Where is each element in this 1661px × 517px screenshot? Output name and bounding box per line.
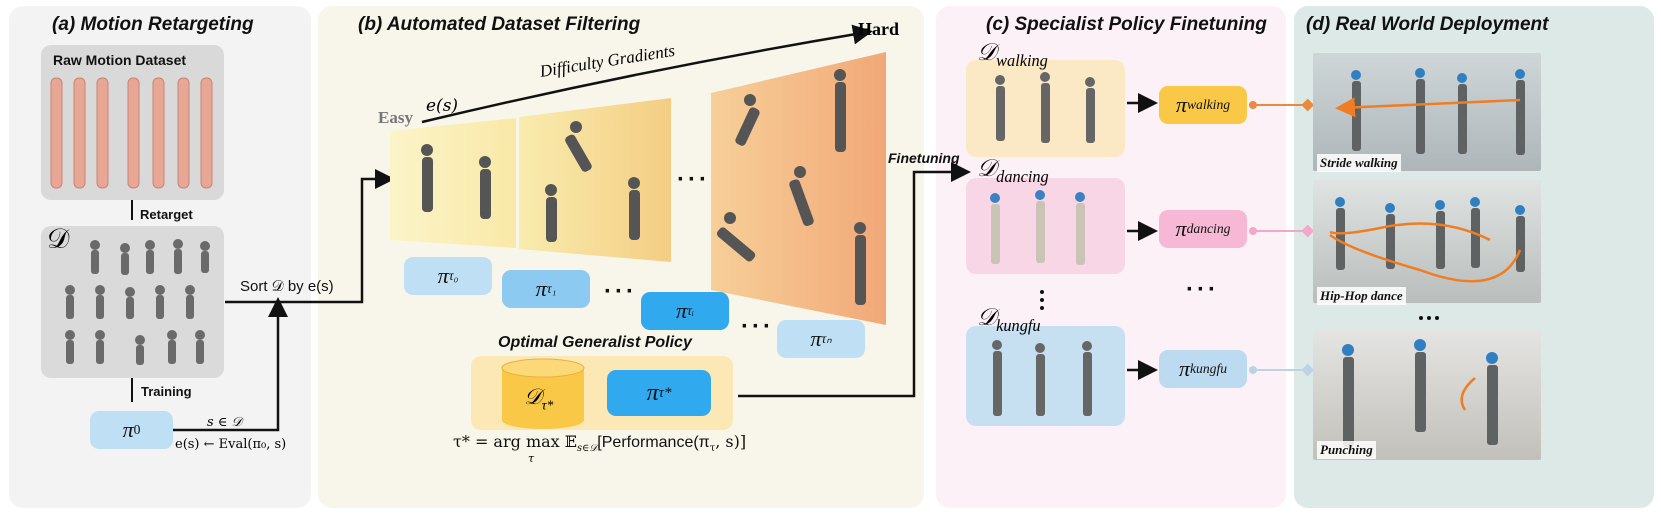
pi-tau-star-sub: τ* [658, 384, 672, 401]
training-label: Training [141, 384, 192, 399]
kungfu-d-sub: kungfu [996, 315, 1041, 335]
caption-hiphop-dance: Hip-Hop dance [1317, 287, 1406, 305]
sort-label: Sort 𝒟 by e(s) [240, 278, 334, 295]
kungfu-dataset-label: 𝒟kungfu [977, 305, 1041, 336]
training-arrow [131, 378, 133, 402]
dancing-dataset-label: 𝒟dancing [977, 156, 1049, 187]
finetuning-label: Finetuning [888, 150, 960, 166]
pi-tau1-symbol: π [535, 276, 547, 301]
sort-text: Sort 𝒟 by e(s) [240, 278, 334, 295]
policy-ellipsis-2: ··· [741, 313, 774, 340]
walking-dataset-label: 𝒟walking [977, 40, 1048, 71]
formula-rest: [Performance(π [597, 434, 710, 451]
retarget-arrow [131, 200, 133, 220]
caption-punching: Punching [1317, 441, 1376, 459]
d-tau-sub: τ* [541, 397, 554, 413]
formula-sub-s: s∈𝒟 [576, 443, 598, 455]
formula-end: , s)] [715, 432, 747, 451]
hard-label: Hard [858, 19, 900, 39]
dancing-d-symbol: 𝒟 [977, 156, 997, 182]
pi-taui-symbol: π [675, 298, 687, 323]
pi-walking-sub: walking [1186, 97, 1231, 112]
d-tau-symbol: 𝒟 [524, 384, 542, 409]
planes-ellipsis: ··· [677, 166, 710, 193]
specialist-ellipsis: ··· [1186, 276, 1219, 303]
optimization-formula: τ* = arg max 𝔼s∈𝒟[Performance(πτ, s)] [453, 432, 746, 454]
pi-taui-sub: τᵢ [686, 303, 695, 318]
raw-dataset-label: Raw Motion Dataset [53, 52, 187, 68]
pi-tau1-sub: τ₁ [546, 281, 557, 296]
pi-kungfu-sub: kungfu [1189, 361, 1228, 376]
walking-d-symbol: 𝒟 [977, 40, 997, 66]
retarget-label: Retarget [140, 207, 193, 222]
walking-d-sub: walking [996, 50, 1048, 70]
kungfu-dataset-box [966, 326, 1125, 426]
formula-argmax-sub: τ [528, 452, 535, 465]
pi-taun-symbol: π [810, 326, 822, 351]
title-b: (b) Automated Dataset Filtering [358, 14, 641, 35]
policy-ellipsis-1: ··· [604, 278, 637, 305]
kungfu-d-symbol: 𝒟 [977, 305, 997, 331]
dancing-d-sub: dancing [996, 166, 1049, 186]
d-tau-label: 𝒟τ* [524, 384, 553, 413]
formula-rest-sub: τ [709, 443, 716, 455]
pi-tau0-symbol: π [437, 263, 449, 288]
pi0-sub: 0 [133, 422, 141, 437]
title-a: (a) Motion Retargeting [52, 14, 254, 35]
pi-dancing-sub: dancing [1186, 221, 1231, 236]
formula-main: τ* = arg max 𝔼 [453, 432, 577, 451]
pi-tau-star-symbol: π [646, 379, 659, 406]
dataset-symbol: 𝒟 [47, 222, 70, 255]
title-c: (c) Specialist Policy Finetuning [986, 14, 1267, 35]
dancing-photo [1313, 180, 1541, 303]
caption-stride-walking: Stride walking [1317, 154, 1401, 172]
pi-taun-sub: τₙ [821, 331, 832, 346]
optimal-policy-label: Optimal Generalist Policy [498, 334, 692, 351]
eval-label: e(s) ← Eval(π₀, s) [175, 437, 287, 452]
es-label: e(s) [426, 96, 459, 116]
title-d: (d) Real World Deployment [1306, 14, 1549, 35]
pi-tau0-sub: τ₀ [448, 268, 459, 283]
s-in-d-label: s ∈ 𝒟 [207, 415, 242, 430]
easy-label: Easy [378, 108, 413, 127]
pi0-symbol: π [122, 417, 134, 442]
